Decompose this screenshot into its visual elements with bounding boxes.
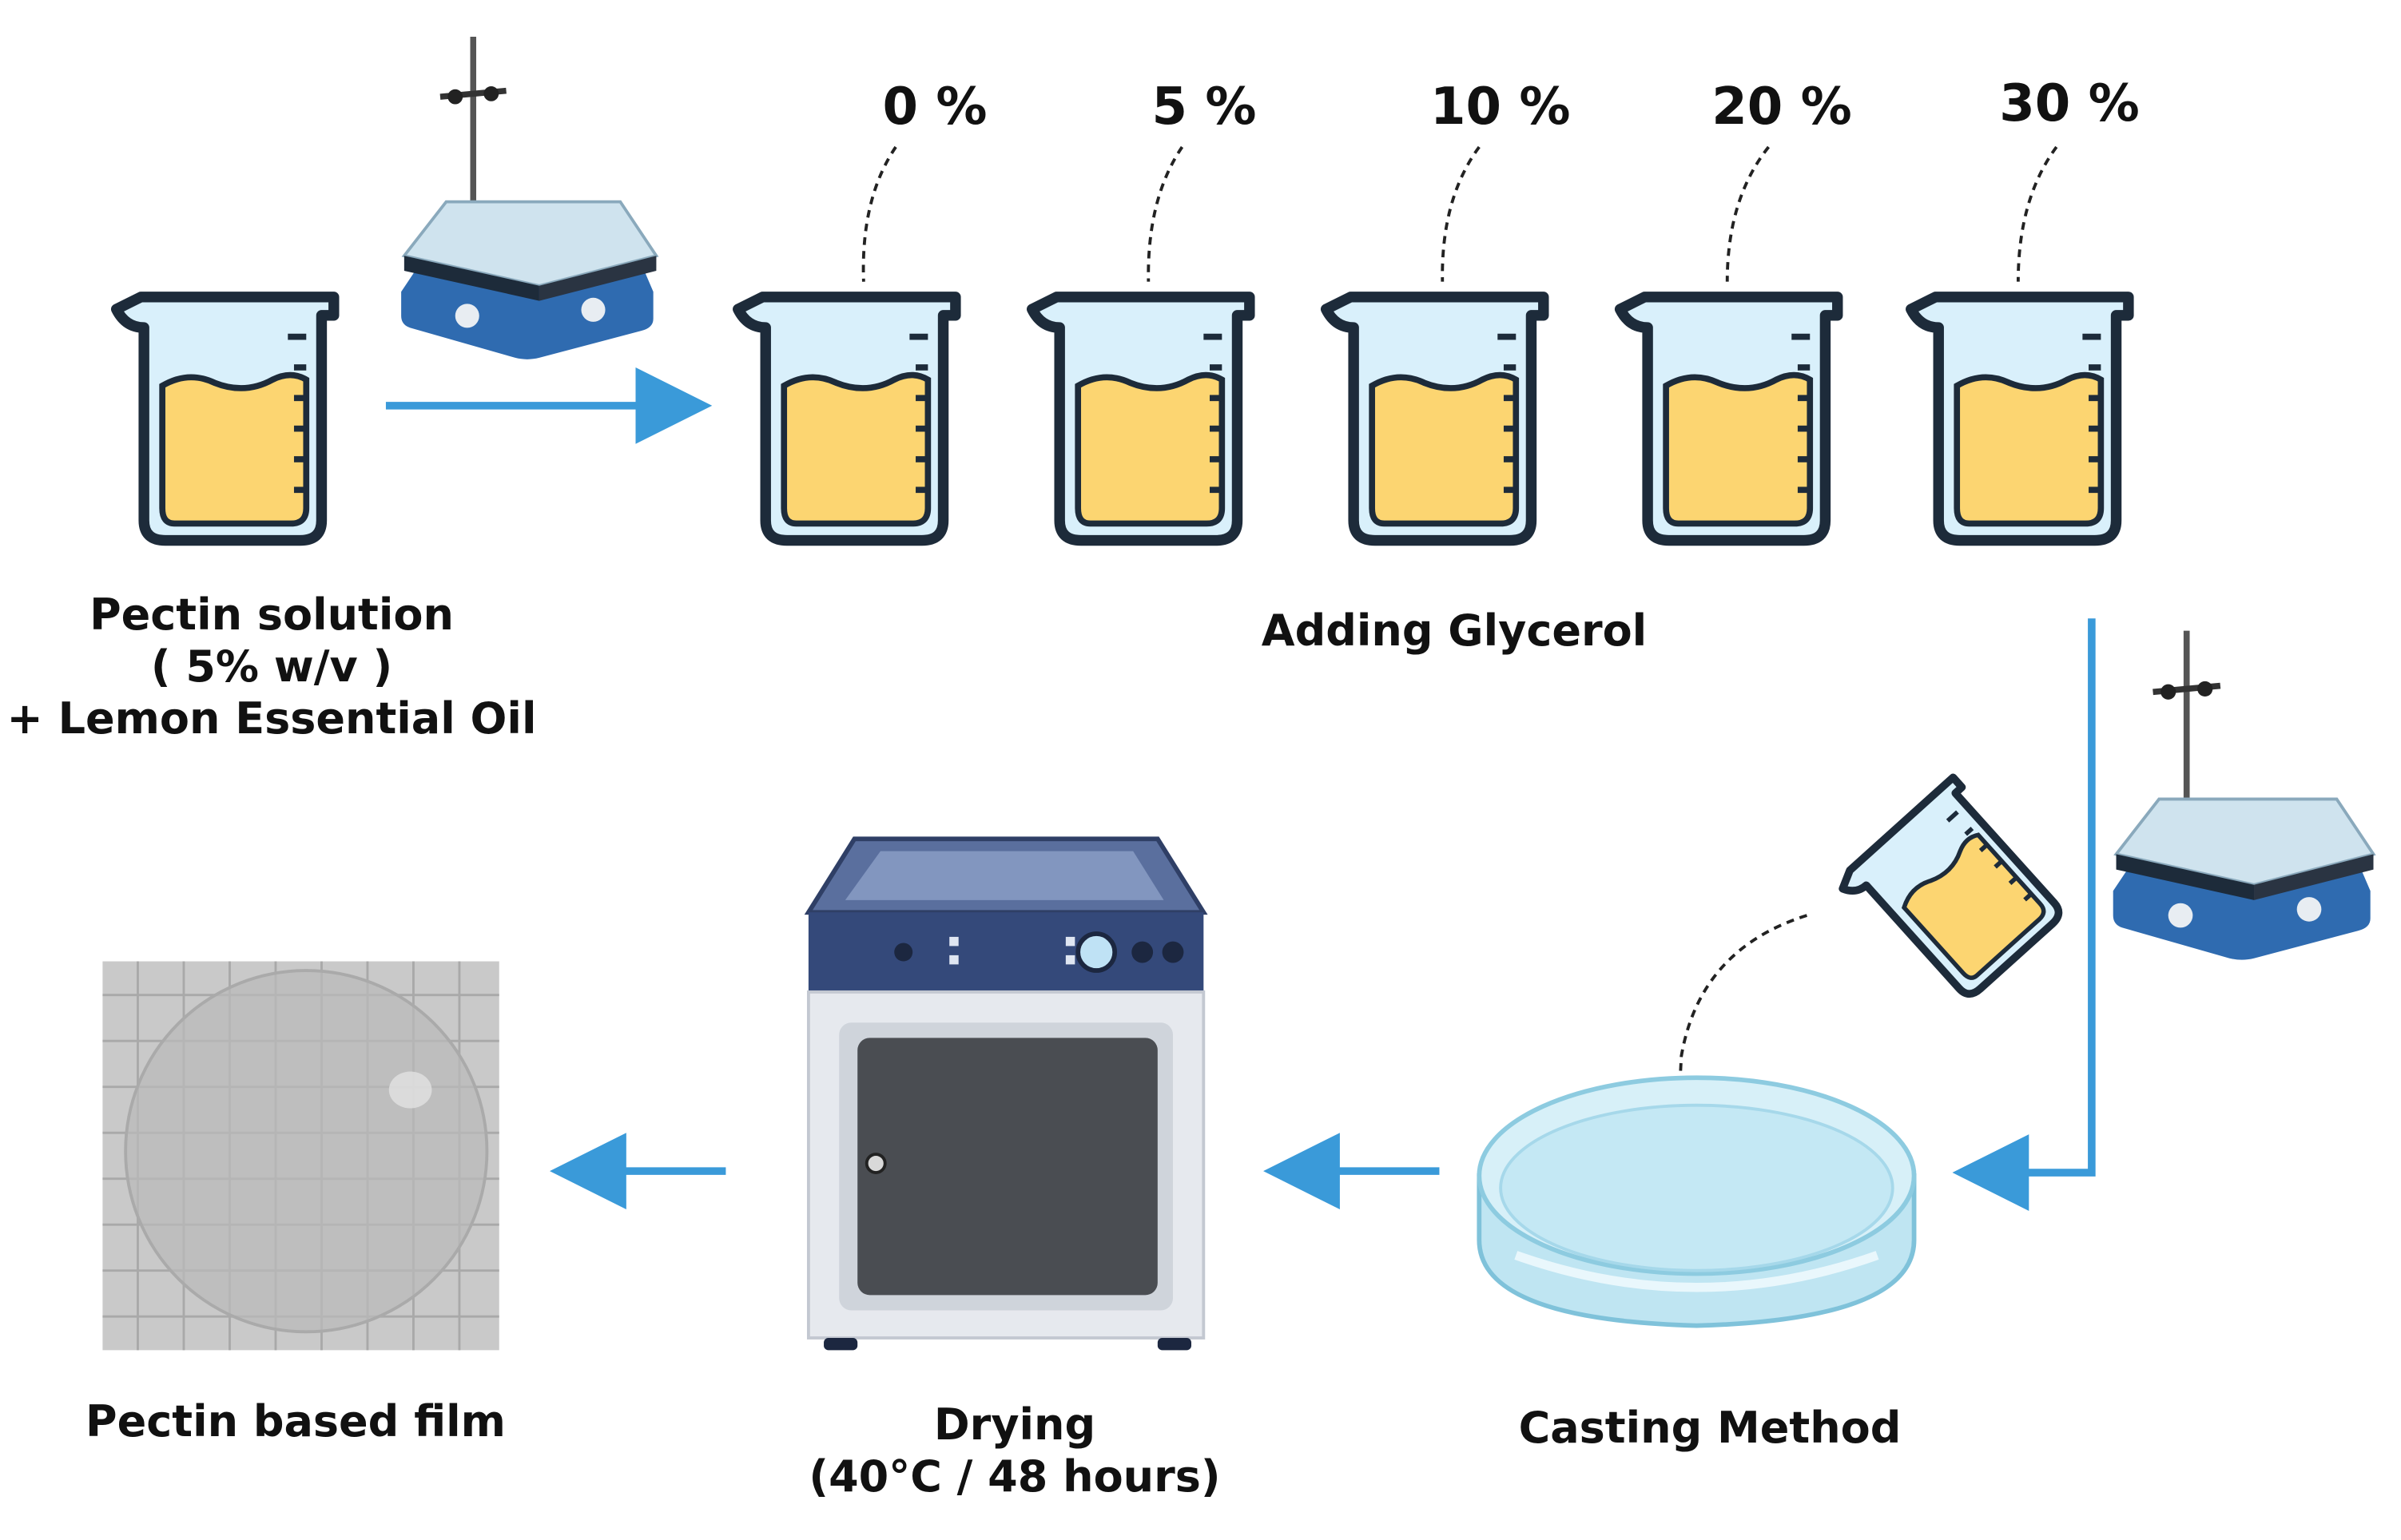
glycerol-percentage-label-20: 20 % [1711,77,1852,137]
glycerol-beaker-0-icon [738,297,956,541]
percentage-leaders [861,145,2058,282]
glycerol-beaker-20-icon [1620,297,1838,541]
pectin-solution-line-1: Pectin solution [89,589,454,640]
drying-line-1: Drying [933,1399,1096,1450]
glycerol-beaker-10-icon [1326,297,1544,541]
magnetic-stirrer-icon-right [2113,631,2374,960]
pectin-solution-line-2: ( 5% w/v ) [150,641,393,692]
pectin-film-label: Pectin based film [85,1396,506,1447]
arrow-to-casting [1952,618,2096,1211]
pectin-solution-caption: Pectin solution ( 5% w/v ) + Lemon Essen… [0,589,543,744]
glycerol-percentage-label-30: 30 % [1999,74,2140,133]
glycerol-beaker-30-icon [1911,297,2129,541]
drying-oven-icon [804,836,1208,1351]
glycerol-beaker-5-icon [1032,297,1250,541]
petri-dish-icon [1477,1075,1917,1328]
pectin-solution-line-3: + Lemon Essential Oil [6,693,537,744]
pour-stream [1676,914,1807,1118]
pouring-beaker-icon [1837,777,2070,1012]
glycerol-percentage-label-0: 0 % [882,77,988,137]
casting-method-label: Casting Method [1518,1403,1902,1453]
drying-caption: Drying (40°C / 48 hours) [767,1399,1262,1503]
drying-line-2: (40°C / 48 hours) [809,1451,1221,1502]
glycerol-percentage-label-10: 10 % [1430,77,1571,137]
adding-glycerol-label: Adding Glycerol [1261,605,1648,656]
film-photo [102,961,499,1351]
magnetic-stirrer-icon-top [401,37,656,359]
glycerol-percentage-label-5: 5 % [1151,77,1257,137]
source-beaker-icon [117,297,334,541]
